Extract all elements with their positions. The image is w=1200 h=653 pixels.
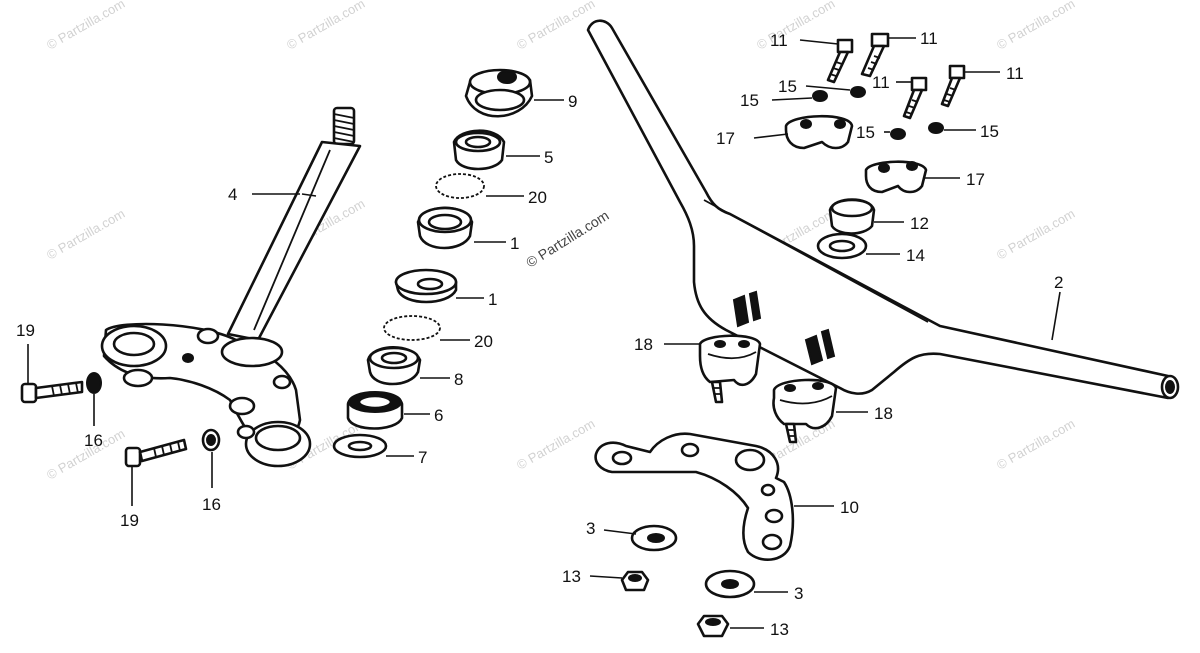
callout-20-lower: 20 xyxy=(474,332,493,351)
stem-nut-12 xyxy=(828,198,876,235)
callout-3-upper: 3 xyxy=(586,519,595,538)
watermark: © Partzilla.com xyxy=(514,416,597,473)
nut-13-upper xyxy=(620,570,650,592)
callout-9: 9 xyxy=(568,92,577,111)
callout-7: 7 xyxy=(418,448,427,467)
handlebar-bracket-10 xyxy=(594,432,795,561)
callout-15-d: 15 xyxy=(980,122,999,141)
callout-20-upper: 20 xyxy=(528,188,547,207)
callout-8: 8 xyxy=(454,370,463,389)
washer-7 xyxy=(332,433,388,459)
callout-1-lower: 1 xyxy=(488,290,497,309)
washer-15-d xyxy=(928,122,944,134)
washer-14 xyxy=(816,232,868,260)
callout-15-b: 15 xyxy=(778,77,797,96)
dust-seal-6 xyxy=(346,391,404,430)
bolt-19-left xyxy=(20,380,84,404)
steel-balls-20-lower xyxy=(383,315,441,341)
callout-11-c: 11 xyxy=(872,73,890,92)
callout-10: 10 xyxy=(840,498,859,517)
washer-3-lower xyxy=(704,569,756,599)
watermark: © Partzilla.com xyxy=(284,0,367,53)
callout-18-right: 18 xyxy=(874,404,893,423)
callout-19-lower: 19 xyxy=(120,511,139,530)
bolt-11-c xyxy=(902,76,928,120)
handlebar-holder-18-left xyxy=(698,334,762,404)
watermark: © Partzilla.com xyxy=(514,0,597,53)
callout-labels: 4 9 5 20 1 1 20 8 6 7 19 16 19 16 2 10 3… xyxy=(16,29,1063,639)
handlebar-holder-18-right xyxy=(772,378,838,444)
callout-2: 2 xyxy=(1054,273,1063,292)
callout-16-left: 16 xyxy=(84,431,103,450)
callout-15-a: 15 xyxy=(740,91,759,110)
nut-13-lower xyxy=(696,614,730,638)
stem-nut-9 xyxy=(464,68,534,118)
washer-3-upper xyxy=(630,524,678,552)
callout-11-d: 11 xyxy=(1006,64,1024,83)
leader-lines xyxy=(27,37,1061,629)
watermark: © Partzilla.com xyxy=(44,0,127,53)
callout-12: 12 xyxy=(910,214,929,233)
upper-holder-17-right xyxy=(864,160,928,194)
steering-stem-assembly xyxy=(100,106,362,468)
upper-holder-17-left xyxy=(784,114,854,150)
washer-15-b xyxy=(850,86,866,98)
callout-3-lower: 3 xyxy=(794,584,803,603)
washer-15-c xyxy=(890,128,906,140)
callout-1-upper: 1 xyxy=(510,234,519,253)
bolt-11-d xyxy=(940,64,966,108)
bearing-cone-8 xyxy=(366,346,422,386)
callout-19-left: 19 xyxy=(16,321,35,340)
watermark-prominent: © Partzilla.com xyxy=(523,207,611,271)
callout-6: 6 xyxy=(434,406,443,425)
bolt-11-a xyxy=(826,38,854,84)
watermark: © Partzilla.com xyxy=(994,416,1077,473)
callout-11-a: 11 xyxy=(770,31,788,50)
watermark: © Partzilla.com xyxy=(994,0,1077,53)
bolt-19-lower xyxy=(124,438,188,468)
callout-17-left: 17 xyxy=(716,129,735,148)
watermark: © Partzilla.com xyxy=(44,206,127,263)
callout-18-left: 18 xyxy=(634,335,653,354)
bearing-race-1-upper xyxy=(416,206,474,250)
watermark: © Partzilla.com xyxy=(994,206,1077,263)
nut-16-lower xyxy=(201,428,221,452)
washer-15-a xyxy=(812,90,828,102)
callout-16-lower: 16 xyxy=(202,495,221,514)
callout-13-upper: 13 xyxy=(562,567,581,586)
bolt-11-b xyxy=(860,32,890,78)
callout-17-right: 17 xyxy=(966,170,985,189)
handlebar-2 xyxy=(586,19,1180,400)
callout-5: 5 xyxy=(544,148,553,167)
bearing-cone-5 xyxy=(452,129,506,171)
watermark-layer: © Partzilla.com © Partzilla.com © Partzi… xyxy=(44,0,1077,483)
callout-15-c: 15 xyxy=(856,123,875,142)
callout-4: 4 xyxy=(228,185,237,204)
bearing-race-1-lower xyxy=(394,268,458,304)
nut-16-left xyxy=(86,372,102,394)
callout-11-b: 11 xyxy=(920,29,938,48)
steel-balls-20-upper xyxy=(435,173,485,199)
watermark: © Partzilla.com xyxy=(754,0,837,53)
callout-14: 14 xyxy=(906,246,925,265)
callout-13-lower: 13 xyxy=(770,620,789,639)
